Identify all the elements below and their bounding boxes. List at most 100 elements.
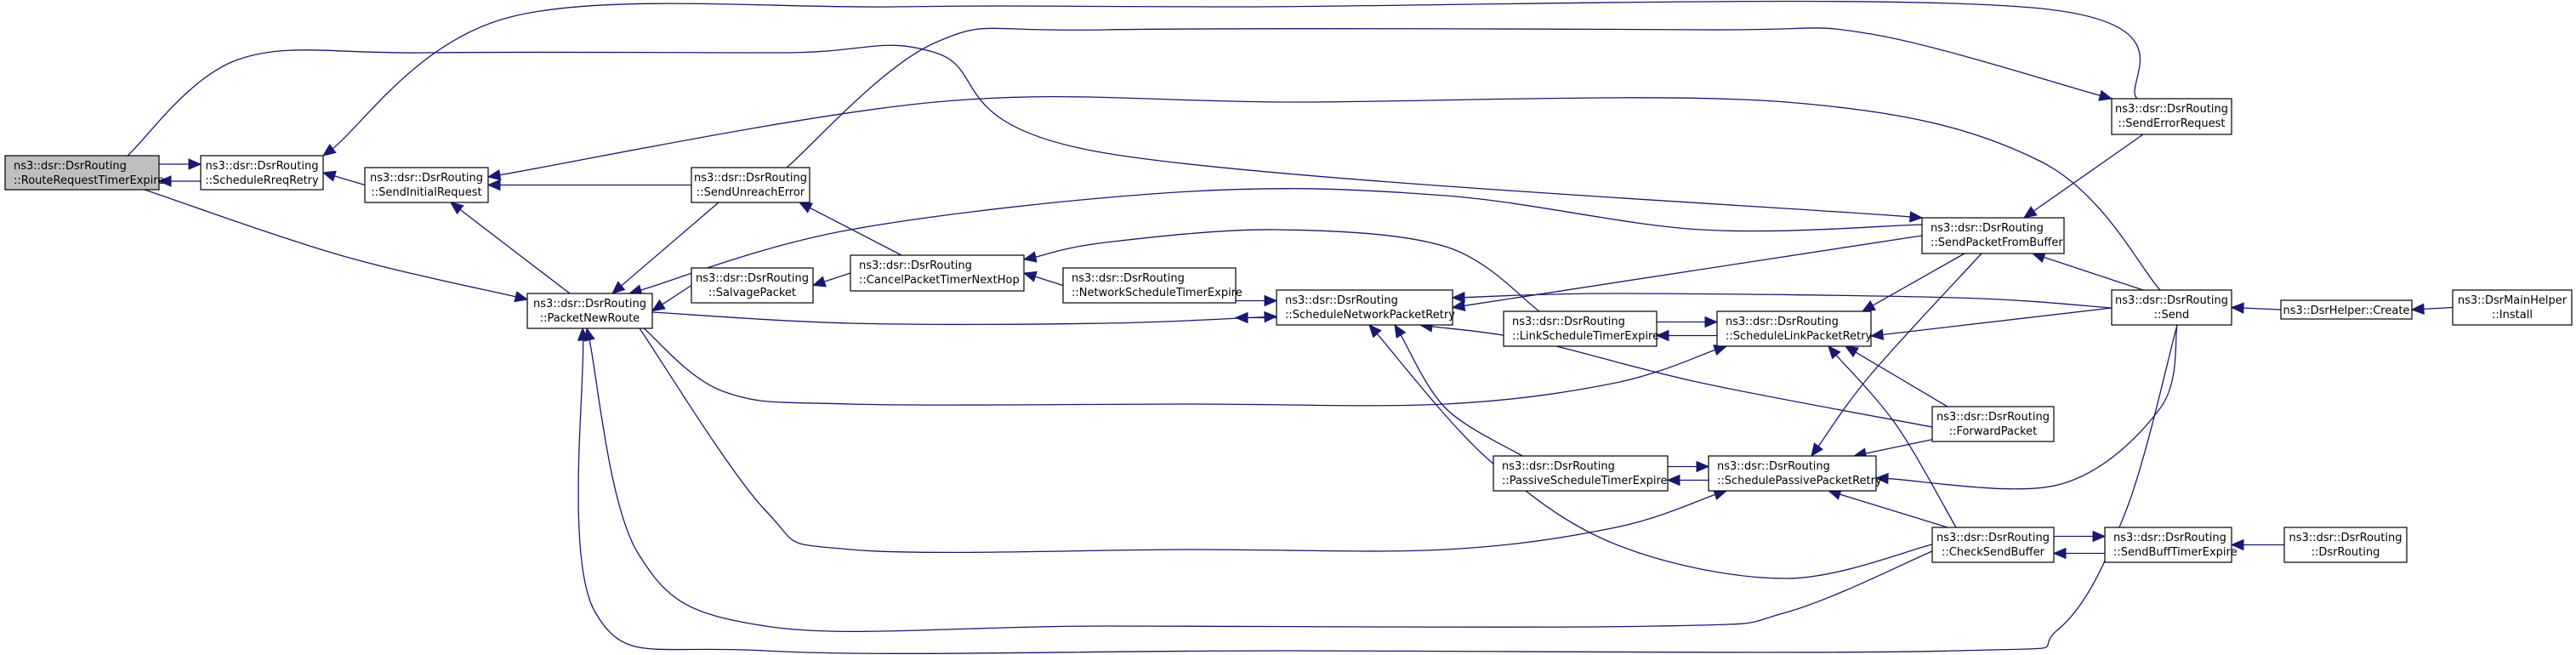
arrowhead-icon (2410, 303, 2425, 315)
edge-line (1399, 333, 1523, 457)
node-label-namespace: ns3::dsr::DsrRouting (1936, 532, 2050, 544)
edge-line (822, 272, 851, 283)
node-pnr[interactable]: ns3::dsr::DsrRouting::PacketNewRoute (526, 293, 653, 329)
node-box (2280, 299, 2413, 320)
node-label-method: ::PacketNewRoute (540, 312, 640, 325)
node-csb[interactable]: ns3::dsr::DsrRouting::CheckSendBuffer (1931, 527, 2055, 563)
edge-fp-to-slpr (1844, 345, 1948, 407)
edge-pnr-to-snpr (651, 310, 1278, 325)
node-label-namespace: ns3::dsr::DsrRouting (859, 259, 972, 272)
node-mhi[interactable]: ns3::DsrMainHelper::Install (2452, 289, 2573, 326)
node-box (1931, 406, 2055, 442)
edge-send-to-snpr (1451, 291, 2113, 309)
edge-csb-to-sppr (1827, 488, 1948, 528)
arrowhead-icon (1394, 323, 1407, 339)
node-dr[interactable]: ns3::dsr::DsrRouting::DsrRouting (2283, 527, 2408, 563)
node-send[interactable]: ns3::dsr::DsrRouting::Send (2111, 289, 2232, 326)
node-label-namespace: ns3::dsr::DsrRouting (696, 272, 809, 285)
node-label-method: ::NetworkScheduleTimerExpire (1072, 287, 1243, 299)
edge-line (639, 188, 1923, 292)
arrowhead-icon (1451, 299, 1466, 311)
node-pste[interactable]: ns3::dsr::DsrRouting::PassiveScheduleTim… (1493, 455, 1669, 492)
arrowhead-icon (1666, 474, 1680, 487)
node-sir[interactable]: ns3::dsr::DsrRouting::SendInitialRequest (364, 167, 489, 203)
node-box (1716, 310, 1872, 347)
node-box (2452, 289, 2573, 326)
node-lste[interactable]: ns3::dsr::DsrRouting::LinkScheduleTimerE… (1503, 310, 1659, 347)
node-label-method: ::CancelPacketTimerNextHop (859, 274, 1020, 287)
edge-line (1462, 235, 1923, 307)
arrowhead-icon (2022, 206, 2038, 219)
edge-line (1817, 253, 1982, 448)
edge-line (1885, 324, 2178, 490)
node-ser[interactable]: ns3::dsr::DsrRouting::SendErrorRequest (2111, 98, 2232, 135)
node-hcr[interactable]: ns3::DsrHelper::Create (2280, 299, 2413, 320)
edge-send-to-spfb (2031, 252, 2144, 291)
edge-line (1863, 437, 1940, 455)
node-label-namespace: ns3::dsr::DsrRouting (206, 160, 319, 173)
edge-line (1834, 353, 1957, 528)
arrowhead-icon (486, 179, 501, 191)
edge-cptnh-to-sue (798, 202, 902, 256)
node-sue[interactable]: ns3::dsr::DsrRouting::SendUnreachError (691, 167, 810, 203)
arrowhead-icon (2052, 547, 2067, 560)
edge-line (808, 206, 902, 256)
edge-srr-to-rrte (157, 175, 201, 187)
edge-rrte-to-srr (159, 158, 202, 170)
arrowhead-icon (1861, 299, 1876, 312)
node-srr[interactable]: ns3::dsr::DsrRouting::ScheduleRreqRetry (200, 155, 324, 191)
arrowhead-icon (798, 202, 813, 214)
node-sp[interactable]: ns3::dsr::DsrRouting::SalvagePacket (691, 267, 814, 304)
node-snpr[interactable]: ns3::dsr::DsrRouting::ScheduleNetworkPac… (1276, 289, 1455, 326)
edge-sir-to-srr (321, 170, 366, 186)
node-label-method: ::ScheduleNetworkPacketRetry (1285, 309, 1455, 322)
edge-sue-to-ser (786, 27, 2113, 168)
edge-line (2032, 134, 2144, 213)
edge-line (786, 27, 2102, 168)
node-label-method: ::RouteRequestTimerExpire (14, 174, 164, 187)
node-label-method: ::SalvagePacket (708, 287, 796, 299)
node-spfb[interactable]: ns3::dsr::DsrRouting::SendPacketFromBuff… (1921, 217, 2065, 254)
node-box (1276, 289, 1453, 326)
edge-line (2241, 307, 2282, 310)
edge-send-to-slpr (1869, 307, 2113, 341)
node-fp[interactable]: ns3::dsr::DsrRouting::ForwardPacket (1931, 406, 2055, 442)
edge-line (1430, 326, 1933, 428)
node-sbte[interactable]: ns3::dsr::DsrRouting::SendBuffTimerExpir… (2104, 527, 2238, 563)
node-label-method: ::ForwardPacket (1949, 425, 2038, 438)
node-box (526, 293, 653, 329)
edge-rrte-to-spfb (127, 44, 1924, 223)
arrowhead-icon (811, 276, 827, 288)
node-box (2111, 289, 2232, 326)
node-label-namespace: ns3::dsr::DsrRouting (2115, 103, 2228, 116)
arrowhead-icon (1811, 442, 1824, 458)
edge-ser-to-spfb (2022, 134, 2144, 219)
node-box (1931, 527, 2055, 563)
node-sppr[interactable]: ns3::dsr::DsrRouting::SchedulePassivePac… (1708, 455, 1882, 492)
arrowhead-icon (2092, 530, 2107, 543)
node-nste[interactable]: ns3::dsr::DsrRouting::NetworkScheduleTim… (1062, 267, 1243, 304)
arrowhead-icon (1264, 310, 1278, 323)
node-box (2104, 527, 2232, 563)
arrowhead-icon (2230, 302, 2244, 314)
node-box (4, 155, 160, 191)
node-label-namespace: ns3::dsr::DsrRouting (1072, 272, 1185, 285)
arrowhead-icon (1022, 271, 1038, 282)
edge-send-to-sppr (1874, 324, 2178, 490)
node-label-namespace: ns3::dsr::DsrRouting (2115, 294, 2228, 307)
edge-line (1462, 293, 2113, 309)
node-label-namespace: ns3::dsr::DsrRouting (2113, 532, 2226, 544)
edge-pste-to-sppr (1668, 460, 1710, 473)
arrowhead-icon (1844, 345, 1859, 358)
node-label-namespace: ns3::DsrMainHelper (2458, 294, 2567, 307)
node-slpr[interactable]: ns3::dsr::DsrRouting::ScheduleLinkPacket… (1716, 310, 1873, 347)
edge-ser-to-srr (321, 0, 2141, 157)
edge-hcr-to-send (2230, 302, 2282, 314)
node-label-method: ::Install (2492, 309, 2533, 322)
arrowhead-icon (1022, 251, 1038, 263)
arrowhead-icon (1828, 345, 1841, 360)
arrowhead-icon (321, 143, 337, 157)
edge-nste-to-snpr (1236, 294, 1278, 307)
arrowhead-icon (2098, 89, 2113, 101)
node-cptnh[interactable]: ns3::dsr::DsrRouting::CancelPacketTimerN… (850, 254, 1025, 292)
